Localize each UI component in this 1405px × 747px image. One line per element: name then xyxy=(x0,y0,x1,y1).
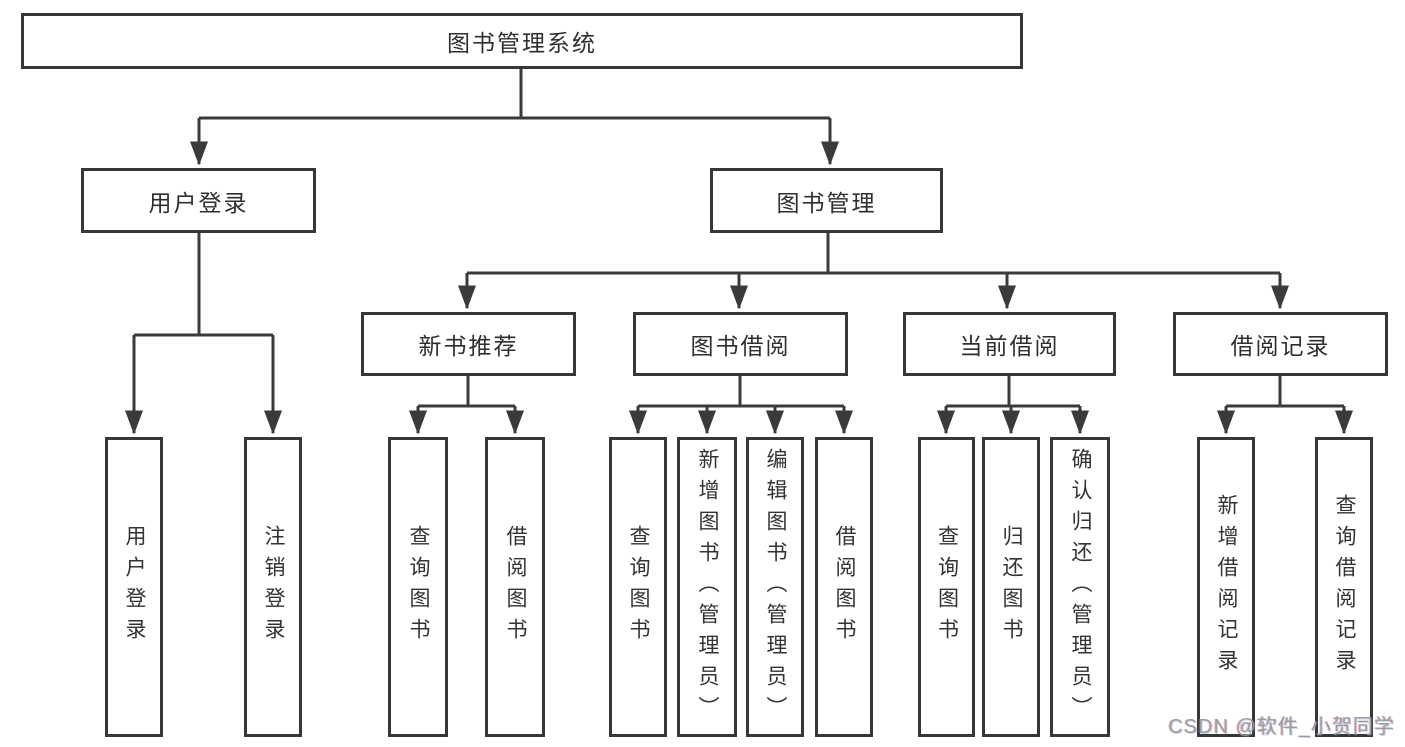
leaf-query-books-borrowing: 查询图书 xyxy=(609,437,667,737)
leaf-edit-books-admin: 编辑图书（管理员） xyxy=(746,437,804,737)
node-root-library-system: 图书管理系统 xyxy=(21,13,1023,69)
leaf-user-login: 用户登录 xyxy=(105,437,163,737)
leaf-return-books: 归还图书 xyxy=(982,437,1040,737)
leaf-add-books-admin: 新增图书（管理员） xyxy=(677,437,737,737)
leaf-logout: 注销登录 xyxy=(244,437,302,737)
node-user-login: 用户登录 xyxy=(81,168,316,233)
leaf-query-books-current: 查询图书 xyxy=(918,437,975,737)
leaf-query-borrow-record: 查询借阅记录 xyxy=(1315,437,1373,737)
leaf-borrow-books-recommend: 借阅图书 xyxy=(485,437,545,737)
node-book-management: 图书管理 xyxy=(710,168,943,233)
node-borrow-records: 借阅记录 xyxy=(1173,312,1388,376)
leaf-add-borrow-record: 新增借阅记录 xyxy=(1197,437,1255,737)
node-book-borrowing: 图书借阅 xyxy=(633,312,848,376)
leaf-query-books-recommend: 查询图书 xyxy=(388,437,448,737)
leaf-confirm-return-admin: 确认归还（管理员） xyxy=(1050,437,1110,737)
node-current-borrowing: 当前借阅 xyxy=(903,312,1116,376)
leaf-borrow-books: 借阅图书 xyxy=(815,437,873,737)
csdn-watermark: CSDN @软件_小贺同学 xyxy=(1168,716,1395,738)
node-new-book-recommend: 新书推荐 xyxy=(361,312,576,376)
